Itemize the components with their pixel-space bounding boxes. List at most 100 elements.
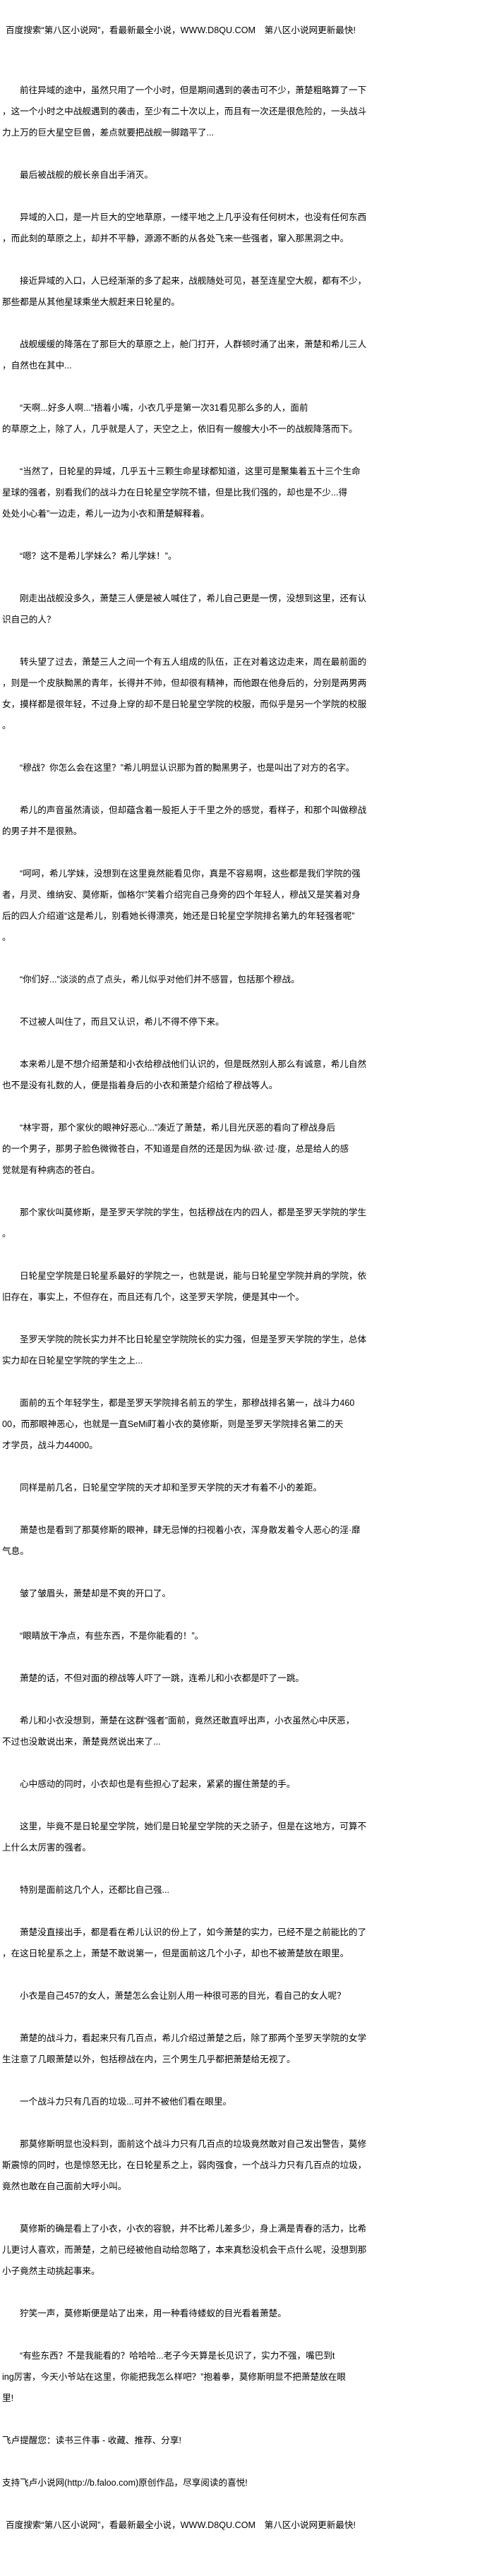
paragraph-line: “你们好...”淡淡的点了点头，希儿似乎对他们并不感冒，包括那个穆战。 [20, 975, 300, 985]
paragraph: 异域的入口，是一片巨大的空地草原，一缕平地之上几乎没有任何树木，也没有任何东西 ，… [2, 207, 489, 249]
site-ad-footer: 百度搜索“第八区小说网”，看最新最全小说，WWW.D8QU.COM 第八区小说网… [6, 2520, 356, 2530]
paragraph: “嗯？这不是希儿学妹么？希儿学妹！”。 [2, 546, 489, 567]
paragraph-line: 气息。 [2, 1546, 29, 1556]
paragraph-line: 者，月灵、维纳安、莫修斯，伽格尔”笑着介绍完自己身旁的四个年轻人，穆战又是笑着对… [2, 890, 361, 900]
paragraph-line: “林宇哥，那个家伙的眼神好恶心...”凑近了萧楚，希儿目光厌恶的看向了穆战身后 [20, 1123, 336, 1133]
paragraph-line: 萧楚的战斗力，看起来只有几百点，希儿介绍过萧楚之后，除了那两个圣罗天学院的女学 [20, 2033, 367, 2043]
paragraph: “天啊...好多人啊...”捂着小嘴，小衣几乎是第一次31看见那么多的人，面前的… [2, 397, 489, 440]
paragraph-line: “穆战？你怎么会在这里？”希儿明显认识那为首的黝黑男子，也是叫出了对方的名字。 [20, 763, 355, 773]
paragraph-line: 实力却在日轮星空学院的学生之上... [2, 1356, 143, 1366]
paragraph-line: 狞笑一声，莫修斯便是站了出来，用一种看待蝼蚁的目光看着萧楚。 [20, 2309, 287, 2318]
paragraph-line: 不过也没敢说出来，萧楚竟然说出来了... [2, 1737, 161, 1747]
paragraph-line: 那些都是从其他星球乘坐大舰赶来日轮星的。 [2, 297, 180, 307]
paragraph-line: 的草原之上，除了人，几乎就是人了，天空之上，依旧有一艘艘大小不一的战舰降落而下。 [2, 424, 358, 434]
paragraph-line: 接近异域的入口，人已经渐渐的多了起来，战舰随处可见，甚至连星空大舰，都有不少， [20, 276, 367, 286]
chapter-content: 前往异域的途中，虽然只用了一个小时，但是期间遇到的袭击可不少，萧楚粗略算了一下 ，… [2, 80, 489, 2557]
paragraph-line: 那莫修斯明显也没料到，面前这个战斗力只有几百点的垃圾竟然敢对自己发出警告，莫修 [20, 2139, 367, 2149]
paragraph-line: “呵呵，希儿学妹，没想到在这里竟然能看见你，真是不容易啊，这些都是我们学院的强 [20, 869, 361, 879]
paragraph-line: 。 [2, 932, 11, 942]
paragraph-line: 星球的强者，别看我们的战斗力在日轮星空学院不错，但是比我们强的，却也是不少...… [2, 488, 348, 498]
paragraph-line: 战舰缓缓的降落在了那巨大的草原之上，舱门打开，人群顿时涌了出来，萧楚和希儿三人 [20, 339, 367, 349]
paragraph: 莫修斯的确是看上了小衣，小衣的容貌，并不比希儿差多少，身上满是青春的活力，比希儿… [2, 2218, 489, 2282]
paragraph: 希儿和小衣没想到，萧楚在这群“强者”面前，竟然还敢直呼出声，小衣虽然心中厌恶， 不… [2, 1710, 489, 1752]
faloo-reminder: 飞卢提醒您：读书三件事 - 收藏、推荐、分享! [2, 2436, 181, 2445]
paragraph: 前往异域的途中，虽然只用了一个小时，但是期间遇到的袭击可不少，萧楚粗略算了一下，… [2, 80, 489, 143]
paragraph-line: 女，摸样都是很年轻，不过身上穿的却不是日轮星空学院的校服，而似乎是另一个学院的校… [2, 699, 367, 709]
paragraph-line: 小衣是自己457的女人，萧楚怎么会让别人用一种很可恶的目光，看自己的女人呢？ [20, 1991, 346, 2001]
paragraph-line: 旧存在，事实上，不但存在，而且还有几个，这圣罗天学院，便是其中一个。 [2, 1292, 305, 1302]
paragraph-line: ing厉害，今天小爷站在这里，你能把我怎么样吧？”抱着拳，莫修斯明显不把萧楚放在… [2, 2372, 346, 2382]
paragraph: 不过被人叫住了，而且又认识，希儿不得不停下来。 [2, 1011, 489, 1033]
paragraph-line: “眼睛放干净点，有些东西，不是你能看的！”。 [20, 1631, 204, 1641]
paragraph-line: 日轮星空学院是日轮星系最好的学院之一，也就是说，能与日轮星空学院并肩的学院，依 [20, 1271, 367, 1281]
paragraph: 这里，毕竟不是日轮星空学院，她们是日轮星空学院的天之骄子，但是在这地方，可算不上… [2, 1816, 489, 1858]
paragraph-line: 圣罗天学院的院长实力并不比日轮星空学院院长的实力强，但是圣罗天学院的学生，总体 [20, 1335, 367, 1344]
paragraph-line: 异域的入口，是一片巨大的空地草原，一缕平地之上几乎没有任何树木，也没有任何东西 [20, 212, 367, 222]
paragraph-line: 转头望了过去，萧楚三人之间一个有五人组成的队伍，正在对着这边走来，周在最前面的 [20, 657, 367, 667]
paragraph-line: 识自己的人？ [2, 615, 56, 625]
paragraph-line: 觉就是有种病态的苍白。 [2, 1165, 100, 1175]
paragraph: 转头望了过去，萧楚三人之间一个有五人组成的队伍，正在对着这边走来，周在最前面的 ，… [2, 651, 489, 736]
paragraph: “有些东西？不是我能看的？哈哈哈...老子今天算是长见识了，实力不强，嘴巴到t i… [2, 2345, 489, 2409]
paragraph-line: 生注意了几眼萧楚以外，包括穆战在内，三个男生几乎都把萧楚给无视了。 [2, 2054, 296, 2064]
paragraph-line: 的一个男子，那男子脸色微微苍白，不知道是自然的还是因为纵·欲·过·度，总是给人的… [2, 1144, 349, 1154]
paragraph-line: 同样是前几名，日轮星空学院的天才却和圣罗天学院的天才有着不小的差距。 [20, 1483, 323, 1493]
paragraph: 圣罗天学院的院长实力并不比日轮星空学院院长的实力强，但是圣罗天学院的学生，总体实… [2, 1329, 489, 1371]
paragraph-line: 本来希儿是不想介绍萧楚和小衣给穆战他们认识的，但是既然别人那么有诚意，希儿自然 [20, 1059, 367, 1069]
paragraph-line: 希儿和小衣没想到，萧楚在这群“强者”面前，竟然还敢直呼出声，小衣虽然心中厌恶， [20, 1716, 355, 1726]
paragraph-line: 小子竟然主动挑起事来。 [2, 2266, 100, 2276]
paragraph: 萧楚的战斗力，看起来只有几百点，希儿介绍过萧楚之后，除了那两个圣罗天学院的女学生… [2, 2028, 489, 2070]
paragraph-line: 斯震惊的同时，也是惊怒无比，在日轮星系之上，弱肉强食，一个战斗力只有几百点的垃圾… [2, 2160, 367, 2170]
paragraph: 萧楚没直接出手，都是看在希儿认识的份上了，如今萧楚的实力，已经不是之前能比的了 ，… [2, 1922, 489, 1964]
paragraph: 希儿的声音虽然清谈，但却蕴含着一股拒人于千里之外的感觉，看样子，和那个叫做穆战的… [2, 800, 489, 842]
paragraph-line: 刚走出战舰没多久，萧楚三人便是被人喊住了，希儿自己更是一愣，没想到这里，还有认 [20, 594, 367, 603]
paragraph: “你们好...”淡淡的点了点头，希儿似乎对他们并不感冒，包括那个穆战。 [2, 969, 489, 990]
paragraph-line: 后的四人介绍道“这是希儿，别看她长得漂亮，她还是日轮星空学院排名第九的年轻强者呢… [2, 911, 355, 921]
paragraph-line: ，自然也在其中... [2, 361, 72, 371]
paragraph-line: 力上万的巨大星空巨兽，差点就要把战舰一脚踏平了... [2, 128, 215, 138]
faloo-support-link[interactable]: 支持飞卢小说网(http://b.faloo.com)原创作品，尽享阅读的喜悦! [2, 2478, 248, 2488]
paragraph: 萧楚的话，不但对面的穆战等人吓了一跳，连希儿和小衣都是吓了一跳。 [2, 1668, 489, 1689]
paragraph-line: 00，而那眼神恶心，也就是一直SeMi盯着小衣的莫修斯，则是圣罗天学院排名第二的… [2, 1419, 344, 1429]
paragraph-list: 前往异域的途中，虽然只用了一个小时，但是期间遇到的袭击可不少，萧楚粗略算了一下 ，… [2, 80, 489, 2409]
paragraph: “林宇哥，那个家伙的眼神好恶心...”凑近了萧楚，希儿目光厌恶的看向了穆战身后的… [2, 1117, 489, 1181]
paragraph-line: 里! [2, 2393, 14, 2403]
paragraph-line: 萧楚的话，不但对面的穆战等人吓了一跳，连希儿和小衣都是吓了一跳。 [20, 1673, 304, 1683]
paragraph-line: 不过被人叫住了，而且又认识，希儿不得不停下来。 [20, 1017, 224, 1027]
paragraph-line: “嗯？这不是希儿学妹么？希儿学妹！”。 [20, 551, 177, 561]
site-ad-header: 百度搜索“第八区小说网”，看最新最全小说，WWW.D8QU.COM 第八区小说网… [6, 25, 356, 35]
paragraph-line: 希儿的声音虽然清谈，但却蕴含着一股拒人于千里之外的感觉，看样子，和那个叫做穆战 [20, 805, 367, 815]
paragraph: “眼睛放干净点，有些东西，不是你能看的！”。 [2, 1625, 489, 1647]
paragraph: 那个家伙叫莫修斯，是圣罗天学院的学生，包括穆战在内的四人，都是圣罗天学院的学生。 [2, 1202, 489, 1244]
paragraph-line: 上什么太厉害的强者。 [2, 1843, 91, 1853]
paragraph: 狞笑一声，莫修斯便是站了出来，用一种看待蝼蚁的目光看着萧楚。 [2, 2303, 489, 2324]
paragraph-line: 特别是面前这几个人，还都比自己强... [20, 1885, 169, 1895]
paragraph: 那莫修斯明显也没料到，面前这个战斗力只有几百点的垃圾竟然敢对自己发出警告，莫修斯… [2, 2133, 489, 2197]
paragraph-line: ，则是一个皮肤黝黑的青年，长得并不帅，但却很有精神，而他跟在他身后的，分别是两男… [2, 678, 367, 688]
paragraph-line: 儿更讨人喜欢，而萧楚，之前已经被他自动给忽略了，本来真愁没机会干点什么呢，没想到… [2, 2245, 367, 2255]
paragraph-line: 才学员，战斗力44000。 [2, 1440, 98, 1450]
paragraph-line: 。 [2, 1229, 11, 1239]
paragraph-line: 萧楚没直接出手，都是看在希儿认识的份上了，如今萧楚的实力，已经不是之前能比的了 [20, 1927, 367, 1937]
paragraph: 本来希儿是不想介绍萧楚和小衣给穆战他们认识的，但是既然别人那么有诚意，希儿自然也… [2, 1054, 489, 1096]
paragraph-line: 皱了皱眉头，萧楚却是不爽的开口了。 [20, 1589, 171, 1599]
paragraph-line: 。 [2, 721, 11, 730]
paragraph: 萧楚也是看到了那莫修斯的眼神，肆无忌惮的扫视着小衣，浑身散发着令人恶心的淫·靡气… [2, 1519, 489, 1562]
paragraph-line: ，在这日轮星系之上，萧楚不敢说第一，但是面前这几个小子，却也不被萧楚放在眼里。 [2, 1949, 349, 1958]
paragraph: 日轮星空学院是日轮星系最好的学院之一，也就是说，能与日轮星空学院并肩的学院，依旧… [2, 1265, 489, 1308]
paragraph-line: 心中感动的同时，小衣却也是有些担心了起来，紧紧的握住萧楚的手。 [20, 1779, 296, 1789]
paragraph-line: 萧楚也是看到了那莫修斯的眼神，肆无忌惮的扫视着小衣，浑身散发着令人恶心的淫·靡 [20, 1525, 361, 1535]
paragraph-line: “有些东西？不是我能看的？哈哈哈...老子今天算是长见识了，实力不强，嘴巴到t [20, 2351, 335, 2361]
paragraph: 接近异域的入口，人已经渐渐的多了起来，战舰随处可见，甚至连星空大舰，都有不少， 那… [2, 270, 489, 313]
paragraph: “当然了，日轮星的异域，几乎五十三颗生命星球都知道，这里可是聚集着五十三个生命星… [2, 461, 489, 524]
paragraph-line: 竟然也敢在自己面前大呼小叫。 [2, 2181, 127, 2191]
paragraph: 最后被战舰的舰长亲自出手消灭。 [2, 164, 489, 186]
paragraph-line: 最后被战舰的舰长亲自出手消灭。 [20, 170, 153, 180]
paragraph: 皱了皱眉头，萧楚却是不爽的开口了。 [2, 1583, 489, 1604]
paragraph-line: 一个战斗力只有几百的垃圾...可并不被他们看在眼里。 [20, 2097, 232, 2107]
paragraph: 心中感动的同时，小衣却也是有些担心了起来，紧紧的握住萧楚的手。 [2, 1774, 489, 1795]
paragraph: 刚走出战舰没多久，萧楚三人便是被人喊住了，希儿自己更是一愣，没想到这里，还有认识… [2, 588, 489, 630]
paragraph-line: ，而此刻的草原之上，却并不平静，源源不断的从各处飞来一些强者，窜入那黑洞之中。 [2, 234, 349, 243]
paragraph-line: 前往异域的途中，虽然只用了一个小时，但是期间遇到的袭击可不少，萧楚粗略算了一下 [20, 85, 367, 95]
